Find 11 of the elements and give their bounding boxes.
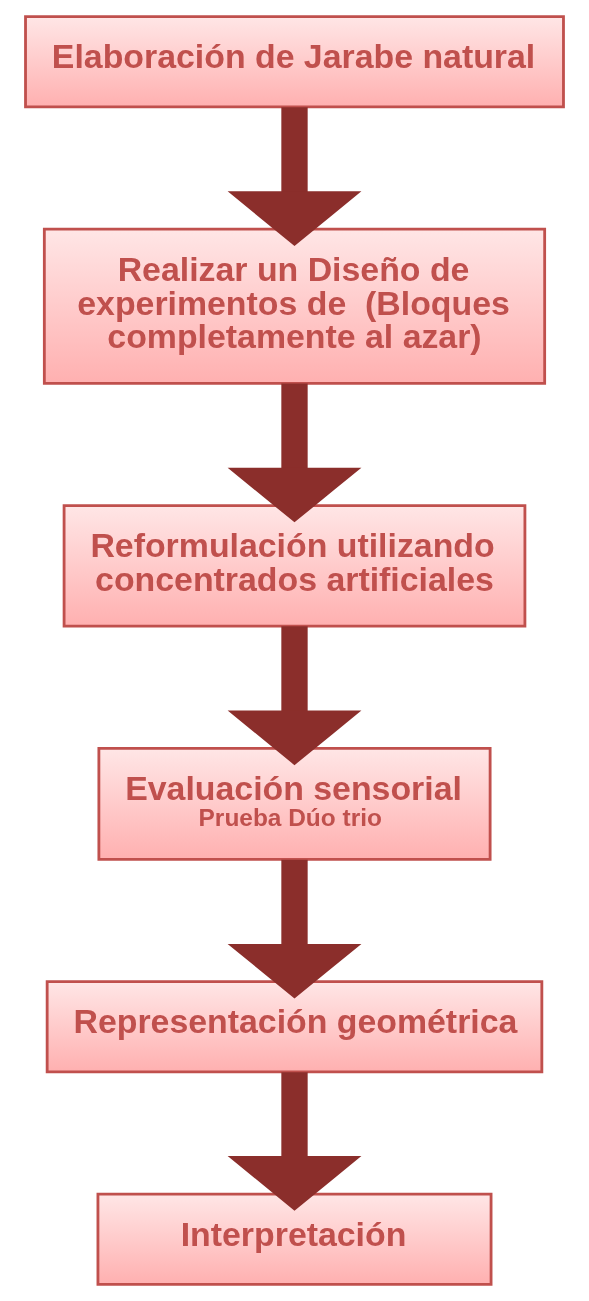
node-box: Reformulación utilizando concentrados artificiales [62, 504, 527, 628]
node-box: Interpretación [96, 1192, 493, 1286]
node-box: Realizar un Diseño de experimentos de (Bloques completamente al azar) [42, 227, 547, 385]
arrow [227, 383, 362, 523]
node-box: Elaboración de Jarabe natural [24, 15, 565, 109]
node-box: Representación geométrica [45, 980, 544, 1074]
arrow [227, 859, 362, 999]
arrow [227, 1072, 362, 1211]
arrow [227, 107, 362, 246]
arrow [227, 626, 362, 766]
node-box: Evaluación sensorial Prueba Dúo trio [97, 746, 492, 861]
